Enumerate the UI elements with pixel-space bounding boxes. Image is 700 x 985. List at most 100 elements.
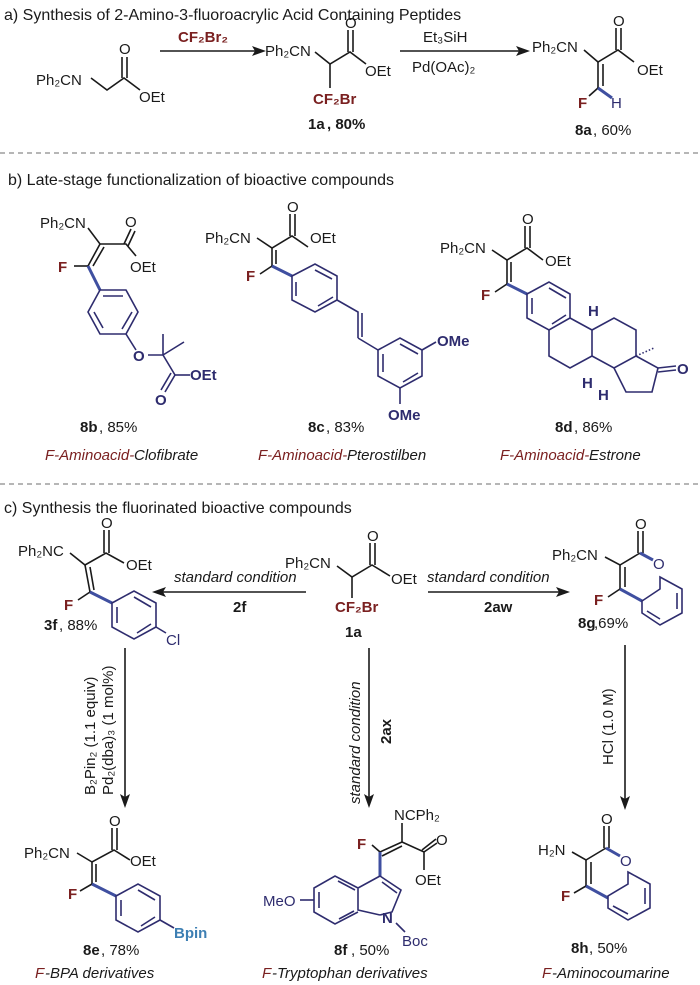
double-bond [121,57,128,78]
double-bond [585,860,592,886]
double-bond [271,248,277,266]
compound-name-prefix: F [35,965,45,982]
compound-8f: NCPh₂ F O OEt MeO N Boc 8f , 50% F -Tryp… [262,807,448,982]
atom-label: Ph₂CN [265,43,311,60]
reagent-cf2br2: CF₂Br₂ [178,29,228,46]
double-bond [369,543,376,565]
atom-label: Ph₂CN [532,39,578,56]
compound-yield: , 50% [589,940,627,957]
atom-label: H [588,303,599,320]
atom-label: OEt [415,872,442,889]
double-bond [84,564,95,593]
double-bond [123,228,136,247]
double-bond [619,565,626,589]
fluorine-atom: F [246,268,255,285]
double-bond [111,828,118,850]
center-compound-1a: Ph₂CN O OEt CF₂Br 1a [285,528,418,641]
bond [421,341,437,351]
compound-label: 8h [571,940,589,957]
atom-label: O [522,211,534,228]
bond [148,334,185,376]
double-bond [637,531,644,553]
compound-yield: , 78% [101,942,139,959]
atom-label: O [635,516,647,533]
ring-oxygen: O [653,556,665,573]
compound-8d: Ph₂CN O OEt F O H H H [440,211,689,404]
compound-yield: , 83% [326,419,364,436]
compound-label: 8g [578,615,596,632]
double-bond [87,243,105,267]
atom-label: Ph₂CN [552,547,598,564]
double-bond [597,62,604,88]
condition-text: standard condition [174,569,297,586]
atom-label: O [109,813,121,830]
arrowhead [120,794,130,808]
bond [90,77,141,91]
ring-c [591,317,637,369]
condition-text: standard condition [347,681,364,804]
highlight-bond [506,282,528,296]
compound-yield: , 88% [59,617,97,634]
fluorine-atom: F [68,886,77,903]
reagent-pdoac2: Pd(OAc)₂ [412,59,476,76]
atom-label: Ph₂NC [18,543,64,560]
compound-label: 8e [83,942,100,959]
atom-label: OEt [365,63,392,80]
methoxy-group: MeO [263,893,296,910]
atom-label: OEt [130,853,157,870]
atom-label: H [582,375,593,392]
reagent-et3sih: Et₃SiH [423,29,467,46]
bond [573,885,587,894]
compound-label: 8c [308,419,325,436]
bond [607,588,621,598]
atom-label: O [345,15,357,32]
bond [259,265,273,275]
atom-label: OMe [437,333,470,350]
methyl-hash-bond [635,347,655,357]
atom-label: H₂N [538,842,566,859]
compound-name-prefix: F [542,965,552,982]
compound-name-suffix: Estrone [589,447,641,464]
atom-label: NCPh₂ [394,807,440,824]
compound-name-suffix: Clofibrate [134,447,198,464]
compound-label: 8f [334,942,348,959]
double-bond [103,530,110,553]
highlight-bond [271,264,293,278]
compound-yield: , 86% [574,419,612,436]
bpin-group: Bpin [174,925,207,942]
atom-label: OEt [391,571,418,588]
compound-yield: ,69% [594,615,628,632]
bond [371,844,381,853]
compound-8e: Ph₂CN O OEt F Bpin 8e , 78% F -BPA deriv… [24,813,207,982]
atom-label: Ph₂CN [24,845,70,862]
bond [588,87,599,97]
hydrogen-atom: H [611,95,622,112]
double-bond [603,826,610,848]
bond [336,564,391,578]
cf2br-group: CF₂Br [335,599,378,616]
atom-label: OEt [139,89,166,106]
chlorine-atom: Cl [166,632,180,649]
benzene-ring [111,590,157,640]
atom-label: OEt [637,62,664,79]
bond [583,49,635,63]
double-bond [160,372,176,393]
atom-label: O [101,515,113,532]
compound-yield: , 50% [351,942,389,959]
benzene-ring [291,263,338,313]
reagent-b2pin2: B₂Pin₂ (1.1 equiv) [82,677,99,795]
atom-label: O [677,361,689,378]
atom-label: O [613,13,625,30]
bond [79,883,93,892]
bond [494,283,508,293]
reagent-label: 2f [233,599,247,616]
compound-name-prefix: F-Aminoacid- [45,447,134,464]
atom-label: O [287,199,299,216]
atom-label: OEt [126,557,153,574]
bond [314,51,367,65]
bond [395,922,406,933]
indole-nitrogen: N [382,910,393,927]
arrowhead [364,794,374,808]
compound-name-prefix: F [262,965,272,982]
compound-name-suffix: -Aminocoumarine [552,965,670,982]
